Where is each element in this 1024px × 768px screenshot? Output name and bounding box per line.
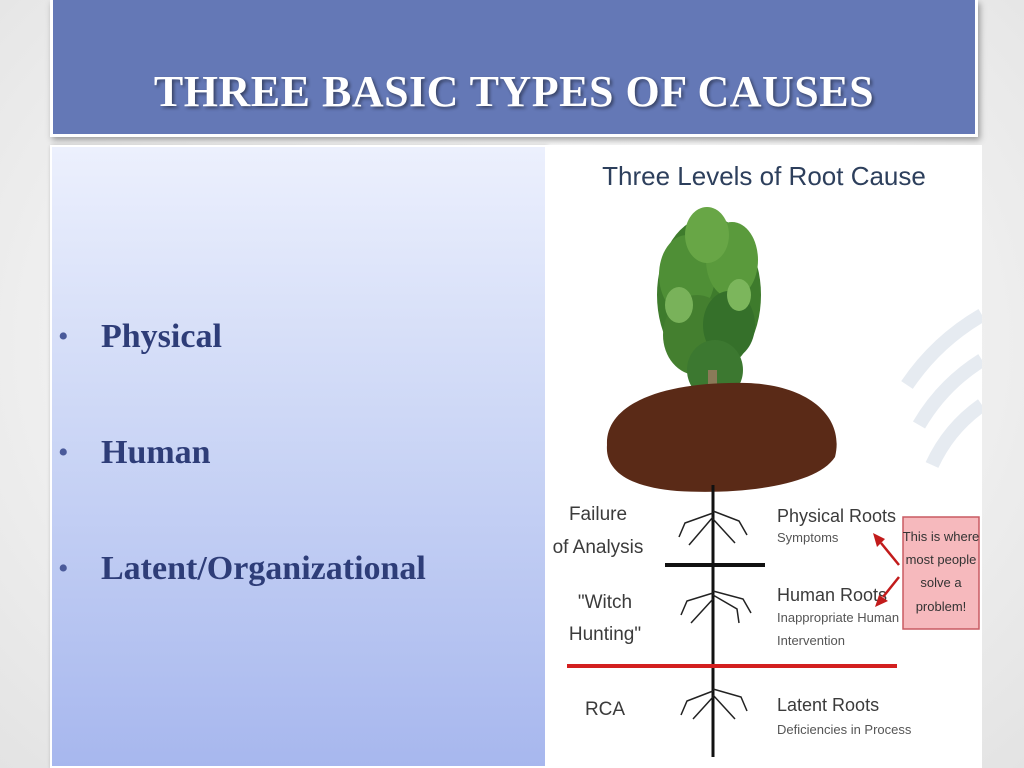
arrow-to-physical-icon [880,542,900,566]
label-physical-sub: Symptoms [777,530,839,545]
diagram-title: Three Levels of Root Cause [602,161,926,191]
bullet-item-latent: • Latent/Organizational [56,540,426,598]
bullet-dot-icon: • [58,436,69,469]
root-cause-diagram: Three Levels of Root Cause [547,145,982,768]
slide-title: THREE BASIC TYPES OF CAUSES [153,67,875,116]
callout-line1: This is where [903,529,980,544]
arrowhead-physical-icon [873,533,885,547]
title-bar: THREE BASIC TYPES OF CAUSES [50,0,978,137]
callout-line3: solve a [920,575,962,590]
bullet-dot-icon: • [58,320,69,353]
label-human-sub-line2: Intervention [777,633,845,648]
bullet-text: Latent/Organizational [101,550,426,587]
callout-arrows [873,533,900,607]
label-rca: RCA [585,699,625,720]
callout-line2: most people [906,552,977,567]
label-human-roots: Human Roots [777,585,887,605]
bullet-panel [50,145,547,768]
label-failure-line2: of Analysis [553,537,644,558]
label-witch-line2: Hunting" [569,624,641,645]
callout-box [902,516,980,630]
bullet-item-human: • Human [56,424,426,482]
bullet-dot-icon: • [58,552,69,585]
label-physical-roots: Physical Roots [777,506,896,526]
diagram-svg: Three Levels of Root Cause [547,145,982,768]
bullet-item-physical: • Physical [56,308,426,366]
label-latent-sub: Deficiencies in Process [777,722,912,737]
callout-line4: problem! [916,599,967,614]
arrowhead-human-icon [875,595,888,607]
label-human-sub-line1: Inappropriate Human [777,610,899,625]
arrow-to-human-icon [882,576,900,598]
label-latent-roots: Latent Roots [777,695,879,715]
label-failure-line1: Failure [569,504,627,525]
bullet-text: Physical [101,318,222,355]
soil-mound [606,382,837,492]
decorative-arcs [901,308,982,469]
label-witch-line1: "Witch [578,592,632,613]
bullet-list: • Physical • Human • Latent/Organizational [56,308,426,656]
branch-roots [678,510,752,720]
bullet-text: Human [101,434,211,471]
